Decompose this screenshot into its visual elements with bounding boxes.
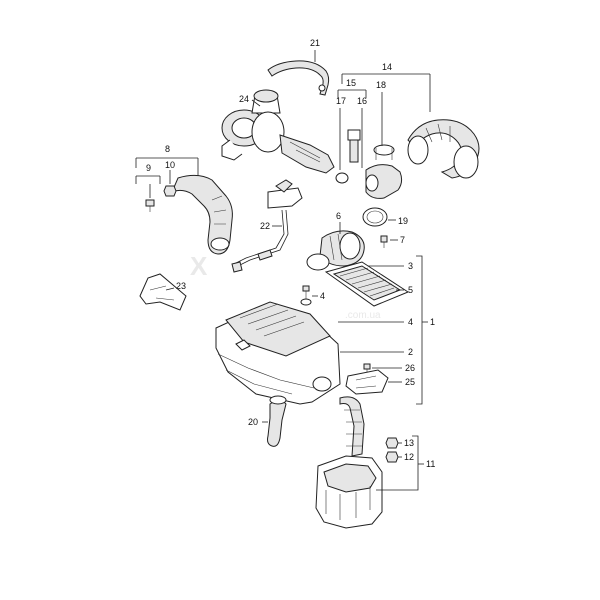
callout-25: 25 <box>405 377 415 387</box>
part-18-pipe <box>365 144 403 199</box>
callout-1: 1 <box>430 317 435 327</box>
callout-3: 3 <box>408 261 413 271</box>
part-22-pipe <box>231 179 303 273</box>
callout-24: 24 <box>239 94 249 104</box>
callout-6: 6 <box>336 211 341 221</box>
callout-26: 26 <box>405 363 415 373</box>
callout-9: 9 <box>146 163 151 173</box>
part-21-hose <box>267 60 330 96</box>
callout-2: 2 <box>408 347 413 357</box>
part-14-hose <box>407 119 480 179</box>
part-12-nut <box>385 451 399 463</box>
callout-4: 4 <box>408 317 413 327</box>
part-20-hose <box>267 395 287 447</box>
part-10-nut <box>163 185 177 197</box>
callout-16: 16 <box>357 96 367 106</box>
part-4-screw <box>300 285 312 306</box>
callout-8: 8 <box>165 144 170 154</box>
part-9-bolt <box>145 199 155 212</box>
part-8-hose <box>171 174 233 255</box>
callout-22: 22 <box>260 221 270 231</box>
callout-20: 20 <box>248 417 258 427</box>
part-13-nut <box>385 437 399 449</box>
callout-11: 11 <box>426 459 435 469</box>
callout-15: 15 <box>346 78 356 88</box>
callouts: 21 14 15 18 17 16 24 8 9 10 22 6 19 7 23… <box>146 38 435 469</box>
part-7-bolt <box>380 235 388 248</box>
callout-14: 14 <box>382 62 392 72</box>
watermark-mark: X <box>190 251 208 281</box>
callout-13: 13 <box>404 438 414 448</box>
part-3-5-filter <box>324 261 410 307</box>
part-11-resonator <box>315 396 383 529</box>
callout-18: 18 <box>376 80 386 90</box>
callout-17: 17 <box>336 96 346 106</box>
watermark: X .com.ua <box>190 251 381 321</box>
callout-19: 19 <box>398 216 408 226</box>
part-6-intake-hose <box>306 230 365 271</box>
part-24-turbocharger <box>221 89 335 174</box>
part-19-clamp <box>362 207 388 227</box>
callout-12: 12 <box>404 452 414 462</box>
callout-5: 5 <box>408 285 413 295</box>
watermark-domain: .com.ua <box>345 310 381 321</box>
callout-10: 10 <box>165 160 175 170</box>
part-25-bracket <box>345 369 389 395</box>
part-17-sensor <box>335 129 361 184</box>
callout-23: 23 <box>176 281 186 291</box>
callout-7: 7 <box>400 235 405 245</box>
part-2-housing <box>215 301 341 405</box>
leader-lines <box>135 50 431 491</box>
part-23-bracket <box>139 273 187 311</box>
callout-4-screw: 4 <box>320 291 325 301</box>
callout-21: 21 <box>310 38 320 48</box>
